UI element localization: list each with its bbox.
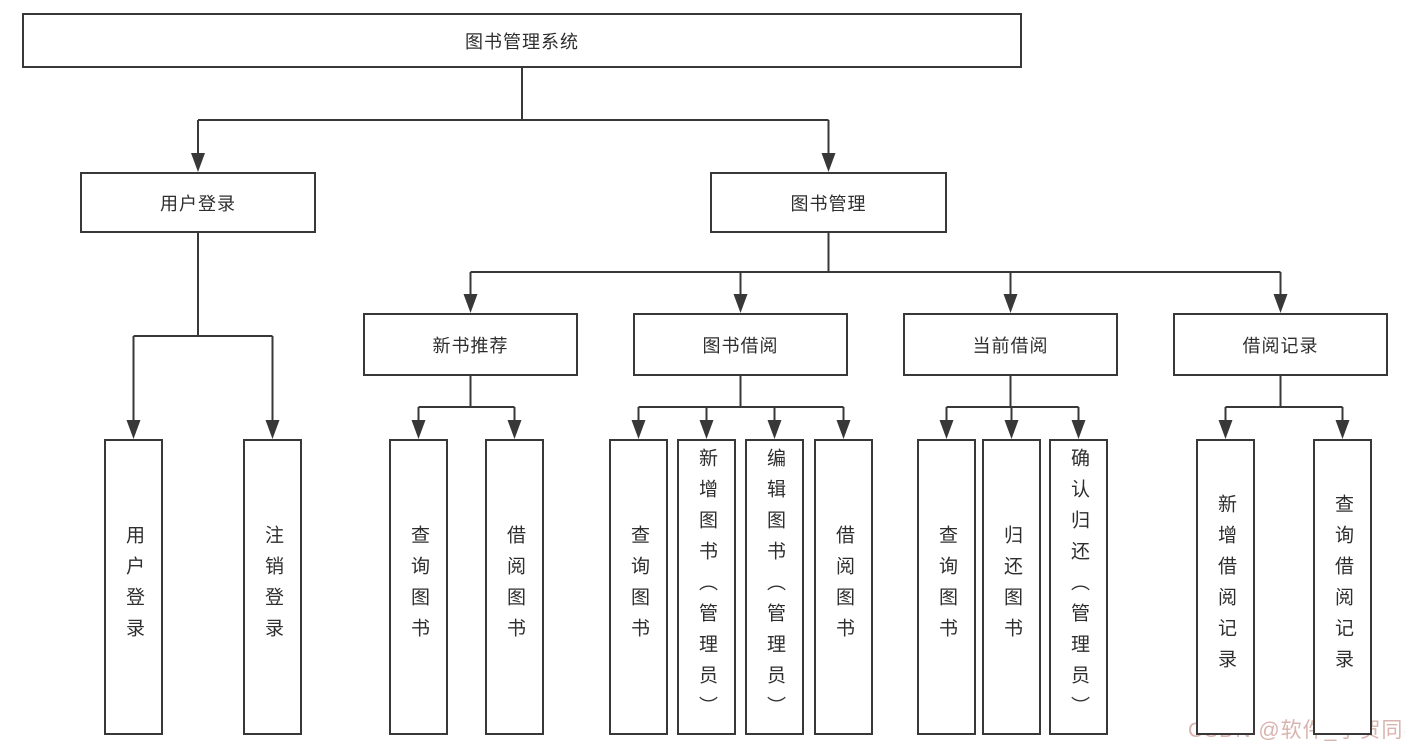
node-label-cb-return: 归还图书 (1001, 525, 1022, 649)
node-label-leaf-logout: 注销登录 (262, 525, 283, 649)
node-label-root: 图书管理系统 (465, 31, 579, 52)
node-book-mgmt: 图书管理 (710, 172, 947, 233)
node-bb-borrow: 借阅图书 (814, 439, 873, 735)
node-label-cb-query: 查询图书 (936, 525, 957, 649)
node-user-login: 用户登录 (80, 172, 316, 233)
node-rec-borrow: 借阅图书 (485, 439, 544, 735)
node-br-add: 新增借阅记录 (1196, 439, 1255, 735)
node-cb-query: 查询图书 (917, 439, 976, 735)
node-label-rec-borrow: 借阅图书 (504, 525, 525, 649)
node-book-borrow: 图书借阅 (633, 313, 848, 376)
node-cb-confirm: 确认归还（管理员） (1049, 439, 1108, 735)
node-label-user-login: 用户登录 (160, 193, 236, 214)
node-bb-edit: 编辑图书（管理员） (745, 439, 804, 735)
node-label-book-mgmt: 图书管理 (790, 193, 867, 214)
node-root: 图书管理系统 (22, 13, 1022, 68)
node-label-bb-borrow: 借阅图书 (833, 525, 854, 649)
node-label-current-borrow: 当前借阅 (972, 335, 1049, 356)
node-label-cb-confirm: 确认归还（管理员） (1068, 447, 1089, 727)
node-label-bb-query: 查询图书 (628, 525, 649, 649)
node-label-new-book-rec: 新书推荐 (432, 335, 509, 356)
node-new-book-rec: 新书推荐 (363, 313, 578, 376)
node-label-rec-query: 查询图书 (408, 525, 429, 649)
node-label-book-borrow: 图书借阅 (702, 335, 779, 356)
node-label-borrow-records: 借阅记录 (1242, 335, 1319, 356)
node-label-bb-edit: 编辑图书（管理员） (764, 447, 785, 727)
node-cb-return: 归还图书 (982, 439, 1041, 735)
node-current-borrow: 当前借阅 (903, 313, 1118, 376)
node-leaf-login: 用户登录 (104, 439, 163, 735)
node-leaf-logout: 注销登录 (243, 439, 302, 735)
node-bb-query: 查询图书 (609, 439, 668, 735)
node-bb-add: 新增图书（管理员） (677, 439, 736, 735)
node-label-bb-add: 新增图书（管理员） (696, 447, 717, 727)
node-borrow-records: 借阅记录 (1173, 313, 1388, 376)
node-br-query: 查询借阅记录 (1313, 439, 1372, 735)
node-label-leaf-login: 用户登录 (123, 525, 144, 649)
node-label-br-add: 新增借阅记录 (1215, 494, 1236, 680)
node-rec-query: 查询图书 (389, 439, 448, 735)
node-label-br-query: 查询借阅记录 (1332, 494, 1353, 680)
